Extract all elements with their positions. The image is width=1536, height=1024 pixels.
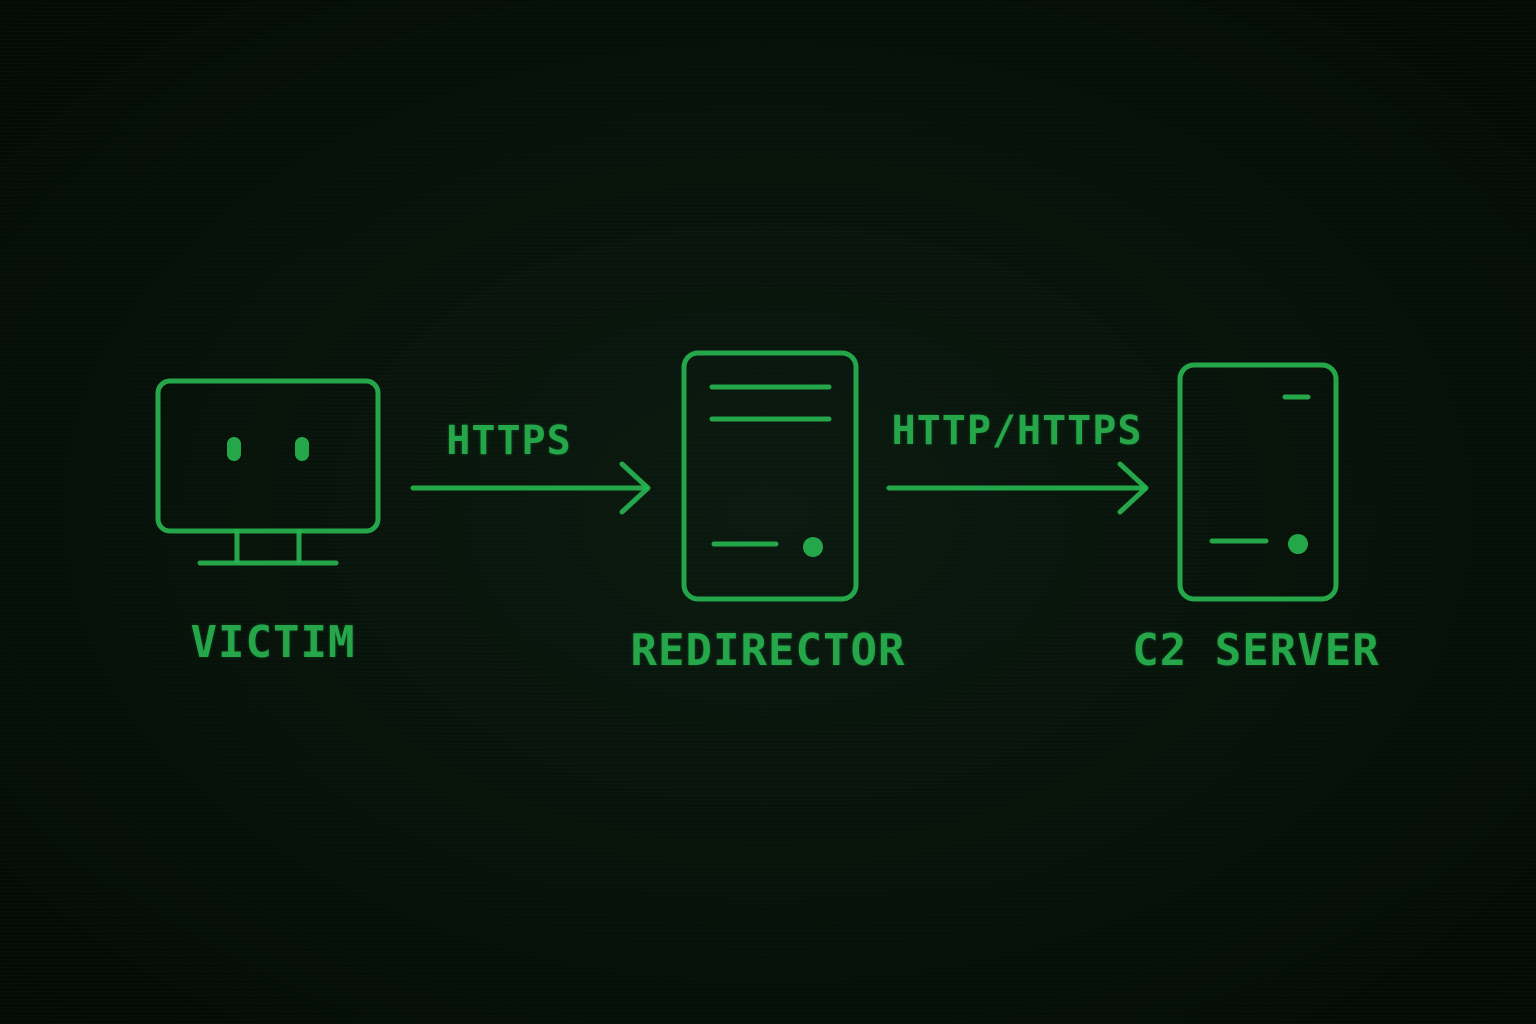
redirector-case bbox=[681, 350, 859, 602]
redirector-power-led bbox=[803, 537, 823, 557]
c2-power-led bbox=[1288, 534, 1308, 554]
arrow-head bbox=[619, 461, 651, 515]
server-tower-icon bbox=[1177, 362, 1339, 602]
arrow-victim-to-redirector bbox=[410, 461, 651, 515]
monitor-eye-left bbox=[227, 437, 241, 461]
monitor-icon bbox=[155, 378, 381, 566]
edge-label-https: HTTPS bbox=[446, 418, 572, 464]
server-tower-icon bbox=[681, 350, 859, 602]
edge-label-http-https: HTTP/HTTPS bbox=[891, 408, 1143, 454]
monitor-eye-right bbox=[295, 437, 309, 461]
node-label-redirector: REDIRECTOR bbox=[630, 625, 906, 676]
node-label-c2-server: C2 SERVER bbox=[1132, 625, 1380, 676]
node-label-victim: VICTIM bbox=[190, 617, 356, 668]
c2-case bbox=[1177, 362, 1339, 602]
arrow-head bbox=[1117, 461, 1149, 515]
arrow-redirector-to-c2 bbox=[886, 461, 1149, 515]
monitor-screen bbox=[155, 378, 381, 534]
